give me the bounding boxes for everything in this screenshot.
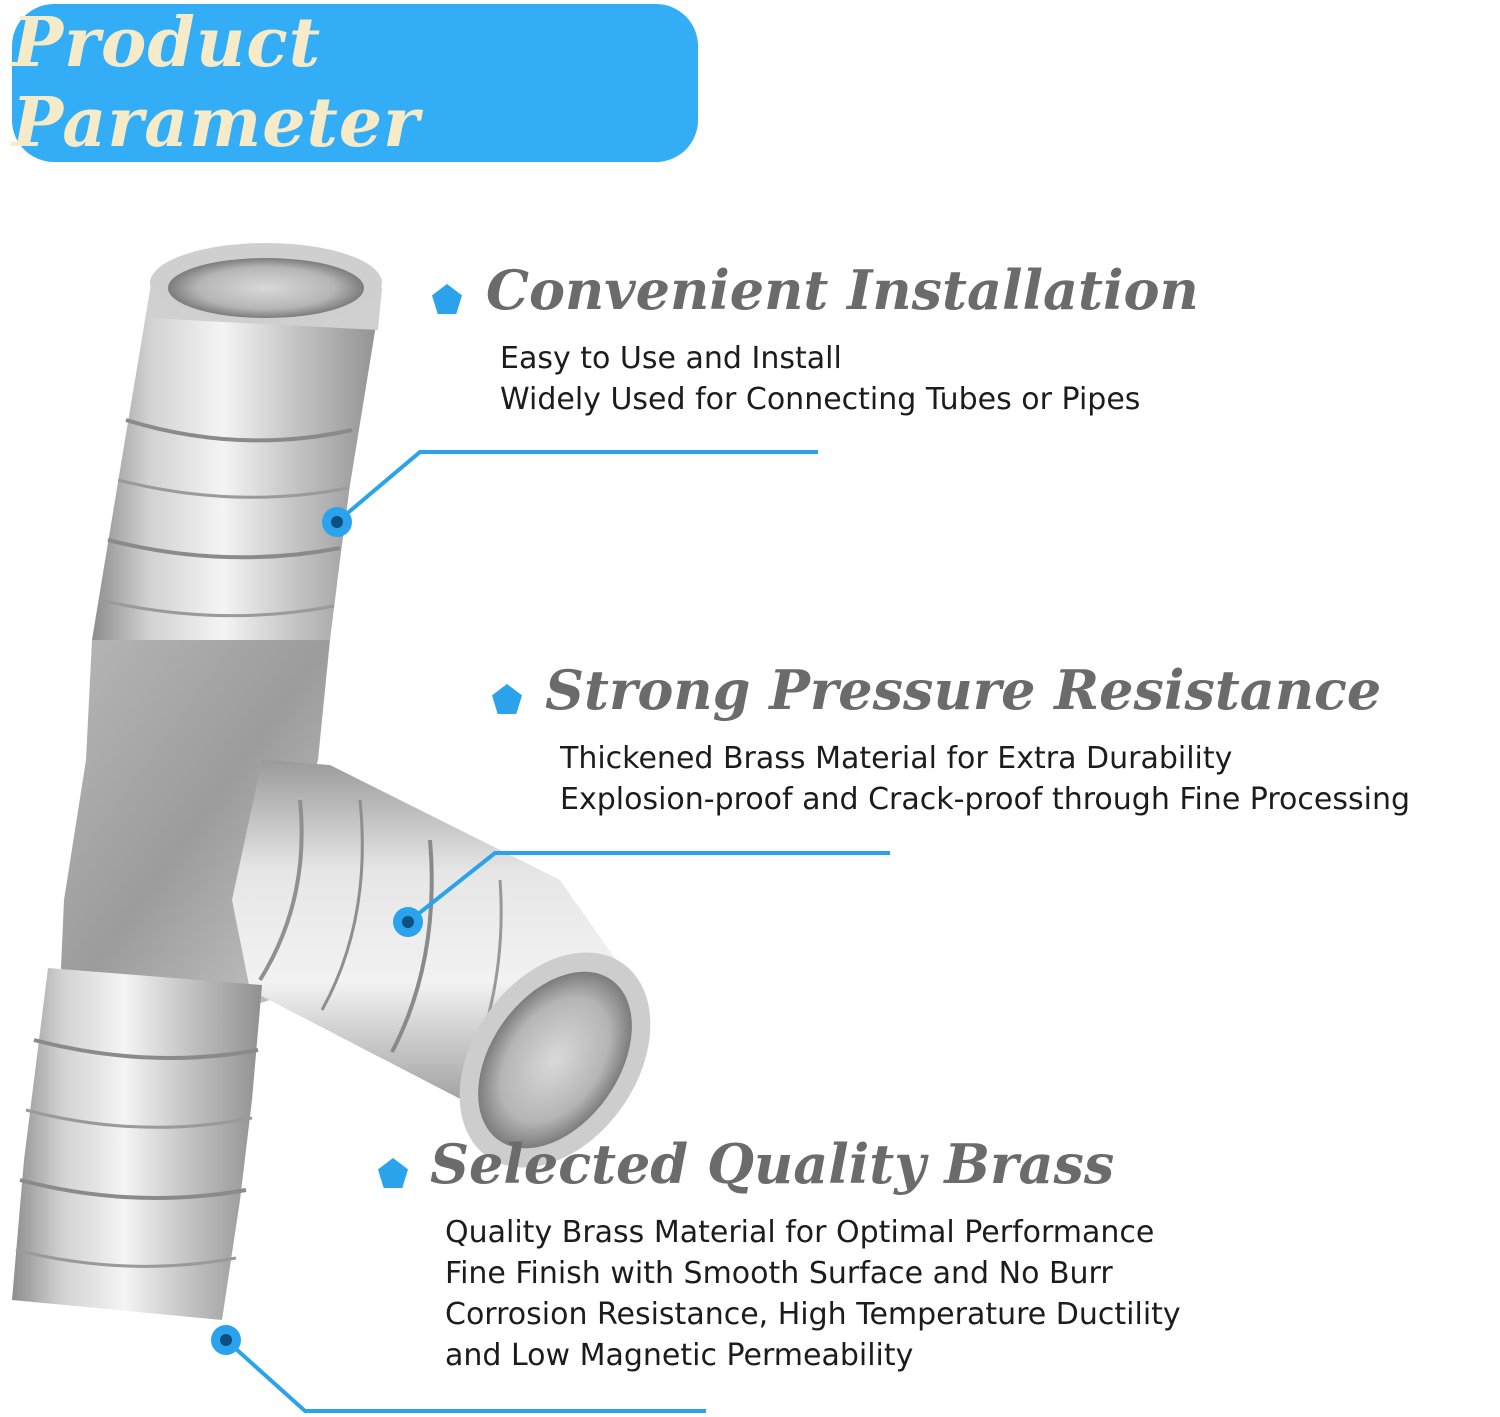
feature-description: Thickened Brass Material for Extra Durab… (560, 738, 1500, 820)
feature-line: Quality Brass Material for Optimal Perfo… (445, 1215, 1155, 1250)
feature-line: Corrosion Resistance, High Temperature D… (445, 1297, 1181, 1332)
title-badge: Product Parameter (12, 3, 698, 163)
page-title: Product Parameter (12, 3, 420, 163)
feature-line: Easy to Use and Install (500, 341, 842, 376)
feature-line: Thickened Brass Material for Extra Durab… (560, 741, 1233, 776)
feature-line: Widely Used for Connecting Tubes or Pipe… (500, 382, 1141, 417)
feature-line: Fine Finish with Smooth Surface and No B… (445, 1256, 1113, 1291)
feature-line: and Low Magnetic Permeability (445, 1338, 914, 1373)
feature-line: Explosion-proof and Crack-proof through … (560, 782, 1411, 817)
feature-description: Quality Brass Material for Optimal Perfo… (445, 1212, 1181, 1376)
feature-title: Convenient Installation (486, 258, 1199, 322)
callout-lines (211, 450, 890, 1413)
feature-description: Easy to Use and Install Widely Used for … (500, 338, 1140, 420)
feature-title: Selected Quality Brass (430, 1132, 1115, 1196)
feature-title: Strong Pressure Resistance (545, 658, 1382, 722)
